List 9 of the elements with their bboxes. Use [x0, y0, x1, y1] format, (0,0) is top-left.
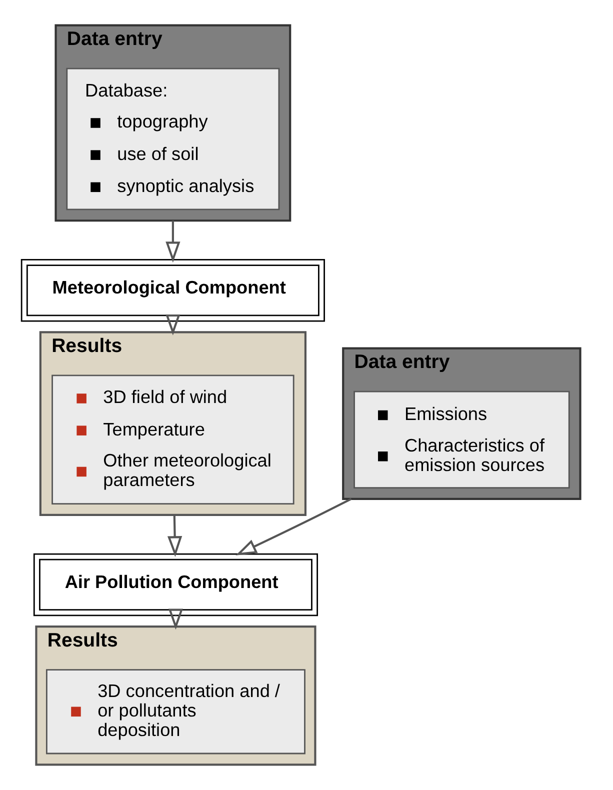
- arrow: [167, 514, 182, 558]
- node-box: Emissions Characteristics of emission sources: [354, 390, 570, 488]
- arrow: [168, 608, 184, 630]
- node-box: 3D field of wind Temperature Other meteorological parameters: [52, 374, 294, 504]
- node-box: 3D concentration and / or pollutants deposition: [46, 669, 306, 754]
- arrow: [166, 220, 180, 263]
- node-box: Database: topography use of soil synoptic analysis: [66, 68, 280, 210]
- arrow: [236, 498, 352, 556]
- arrow: [166, 314, 180, 336]
